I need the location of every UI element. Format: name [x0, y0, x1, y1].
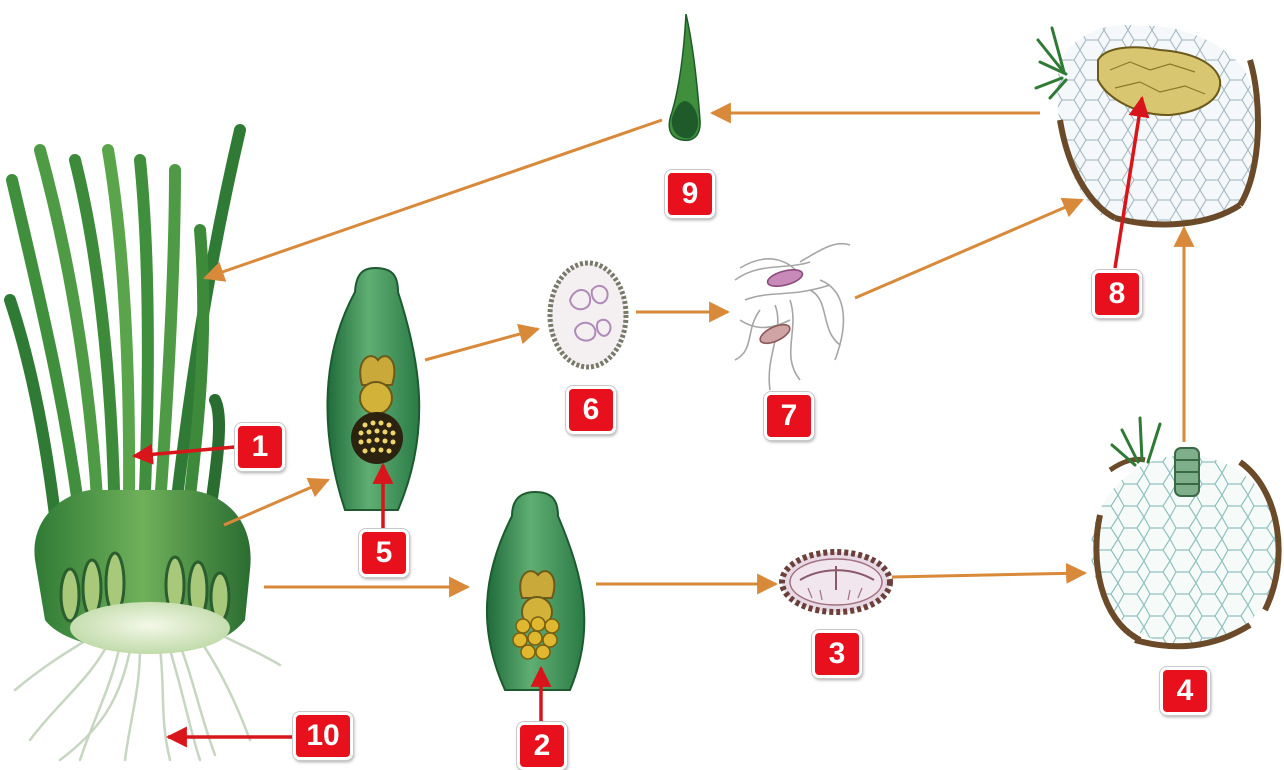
label-badge-4: 4: [1160, 667, 1210, 715]
gametophyte-with-embryo: [1036, 25, 1258, 224]
sporophyll-with-megaspores: [487, 492, 584, 690]
label-badge-5: 5: [359, 529, 409, 577]
spermatozoids: [735, 244, 850, 390]
young-sporophyte: [669, 14, 700, 140]
megaspore: [782, 552, 890, 612]
label-badge-8: 8: [1092, 270, 1142, 318]
label-badge-10: 10: [293, 712, 353, 760]
label-badge-9: 9: [665, 170, 715, 218]
label-badge-1: 1: [235, 423, 285, 471]
label-badge-6: 6: [566, 386, 616, 434]
pointer-arrows: [134, 98, 1142, 737]
arrow-plant-to-5: [224, 480, 328, 525]
female-gametophyte: [1091, 418, 1281, 646]
arrow-7-to-8: [855, 200, 1082, 298]
arrow-5-to-6: [425, 329, 538, 360]
microspore: [550, 263, 626, 367]
label-badge-3: 3: [812, 630, 862, 678]
arrow-9-to-plant: [205, 120, 662, 278]
label-badge-7: 7: [764, 392, 814, 440]
sporophyll-with-microspores: [327, 268, 419, 510]
label-badge-2: 2: [517, 722, 567, 770]
arrow-3-to-4: [892, 573, 1085, 577]
